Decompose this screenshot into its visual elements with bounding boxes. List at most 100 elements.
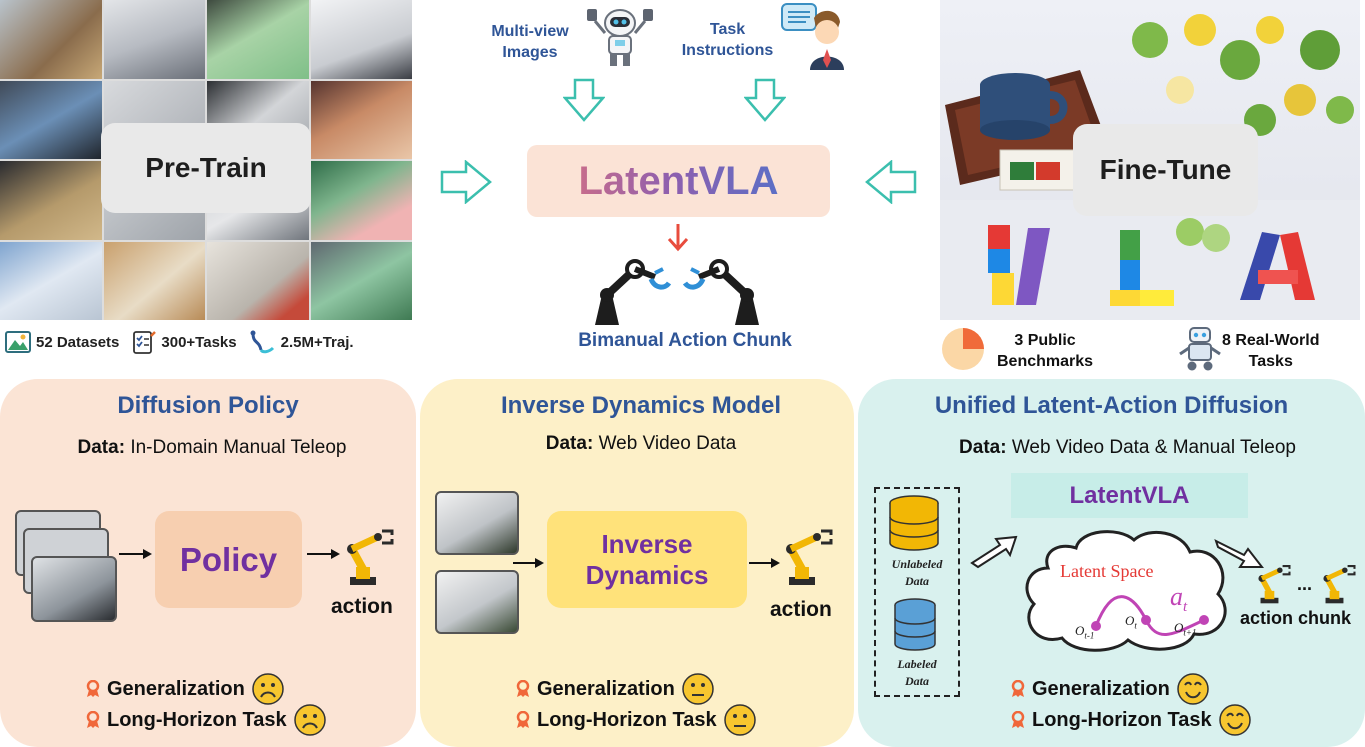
diffusion-policy-data: Data: In-Domain Manual Teleop [0, 437, 424, 459]
unlabeled-database-icon [889, 495, 939, 551]
video-frame-thumb [435, 570, 519, 634]
multiview-line2: Images [502, 44, 558, 61]
neutral-face-icon [723, 704, 756, 736]
bullet-long-horizon: Long-Horizon Task [85, 703, 327, 737]
observation-cur-label: Ot [1125, 613, 1137, 631]
inverse-dynamics-data: Data: Web Video Data [420, 433, 862, 455]
bullet-generalization: Generalization [85, 672, 285, 706]
robot-arm-icon [347, 529, 394, 585]
labeled-data-label: Labeled Data [874, 656, 960, 690]
policy-box: Policy [155, 511, 302, 608]
person-icon [781, 3, 844, 70]
robot-arm-icon [1258, 565, 1291, 604]
data-sources-box [874, 487, 960, 697]
obs-prev-sub: t-1 [1084, 630, 1095, 641]
arrow-icon [513, 558, 544, 568]
obs-cur: O [1125, 613, 1135, 628]
happy-face-icon [1218, 704, 1251, 736]
bullet-text: Long-Horizon Task [107, 708, 287, 731]
ribbon-icon [86, 680, 100, 697]
data-text: In-Domain Manual Teleop [130, 437, 347, 458]
observation-next-label: Ot+1 [1174, 620, 1196, 638]
pie-icon [942, 328, 984, 370]
video-frame-thumb [435, 491, 519, 555]
real-world-line1: 8 Real-World [1222, 332, 1320, 349]
data-text: Web Video Data [598, 433, 737, 454]
left-arrow-icon [865, 160, 917, 204]
bullet-text: Long-Horizon Task [1032, 708, 1212, 731]
bullet-text: Generalization [537, 677, 675, 700]
checklist-icon [133, 331, 157, 354]
ribbon-icon [1011, 680, 1025, 697]
observation-thumb [31, 556, 117, 622]
labeled-database-icon [894, 598, 936, 651]
latent-space-cloud [1025, 530, 1227, 652]
dataset-tile [0, 241, 102, 320]
obs-cur-sub: t [1134, 620, 1137, 631]
action-chunk-label: action chunk [1240, 608, 1352, 628]
dataset-tile [0, 80, 102, 159]
data-prefix: Data: [77, 437, 126, 458]
latent-action-sub: t [1183, 599, 1188, 616]
task-line2: Instructions [681, 42, 774, 59]
unified-data: Data: Web Video Data & Manual Teleop [858, 437, 1365, 459]
robot-icon [1179, 327, 1221, 371]
robot-arm-icon [786, 529, 833, 585]
unlabeled-line2: Data [905, 574, 929, 588]
stat-trajectories: 2.5M+Traj. [280, 333, 354, 351]
dataset-tile [310, 241, 412, 320]
benchmarks-line2: Benchmarks [997, 353, 1094, 370]
dataset-tile [207, 0, 309, 79]
hollow-arrow-icon [970, 535, 1018, 569]
happy-face-icon [1177, 673, 1209, 705]
inverse-line1: Inverse [601, 528, 693, 559]
obs-next: O [1174, 620, 1184, 635]
dataset-tile [310, 80, 412, 159]
inverse-line2: Dynamics [585, 559, 709, 590]
trajectory-icon [250, 330, 274, 354]
ribbon-icon [516, 711, 530, 728]
bullet-generalization: Generalization [1010, 672, 1210, 706]
bullet-text: Long-Horizon Task [537, 708, 717, 731]
data-text: Web Video Data & Manual Teleop [1011, 437, 1296, 458]
latentvla-bar: LatentVLA [1011, 473, 1248, 518]
down-arrow-icon [563, 78, 605, 122]
robot-arm-icon [1323, 565, 1356, 604]
inverse-action-label: action [770, 598, 832, 621]
image-icon [5, 331, 31, 353]
action-chunk-ellipsis: ... [1297, 574, 1313, 594]
pretrain-label: Pre-Train [101, 123, 311, 213]
latent-action-a: a [1170, 582, 1183, 611]
red-down-arrow-icon [667, 224, 689, 252]
bullet-text: Generalization [1032, 677, 1170, 700]
data-prefix: Data: [959, 437, 1007, 458]
dataset-tile [0, 161, 102, 240]
unified-latent-action-title: Unified Latent-Action Diffusion [934, 392, 1289, 419]
dataset-tile [310, 0, 412, 79]
stat-datasets: 52 Datasets [36, 333, 120, 351]
inverse-dynamics-box: Inverse Dynamics [547, 511, 747, 608]
neutral-face-icon [682, 673, 714, 705]
unlabeled-line1: Unlabeled [891, 557, 943, 571]
benchmarks-label: 3 Public Benchmarks [997, 330, 1093, 372]
arrow-icon [119, 549, 152, 559]
finetune-photo [940, 0, 1360, 320]
bimanual-action-chunk-label: Bimanual Action Chunk [578, 330, 792, 351]
multiview-line1: Multi-view [491, 23, 569, 40]
dataset-tile [103, 241, 205, 320]
arrow-icon [749, 558, 780, 568]
dataset-tile [103, 0, 205, 79]
down-arrow-icon [744, 78, 786, 122]
stat-tasks: 300+Tasks [161, 333, 237, 351]
finetune-scene [940, 14, 1360, 320]
unlabeled-data-label: Unlabeled Data [874, 556, 960, 590]
bimanual-arms-icon [595, 259, 759, 325]
latentvla-title: LatentVLA [578, 158, 779, 203]
latent-action-symbol: at [1170, 582, 1187, 616]
dataset-tile [310, 161, 412, 240]
real-world-line2: Tasks [1248, 353, 1293, 370]
bullet-long-horizon: Long-Horizon Task [1010, 703, 1252, 737]
sad-face-icon [252, 673, 284, 705]
obs-next-sub: t+1 [1183, 627, 1197, 638]
labeled-line1: Labeled [897, 657, 937, 671]
